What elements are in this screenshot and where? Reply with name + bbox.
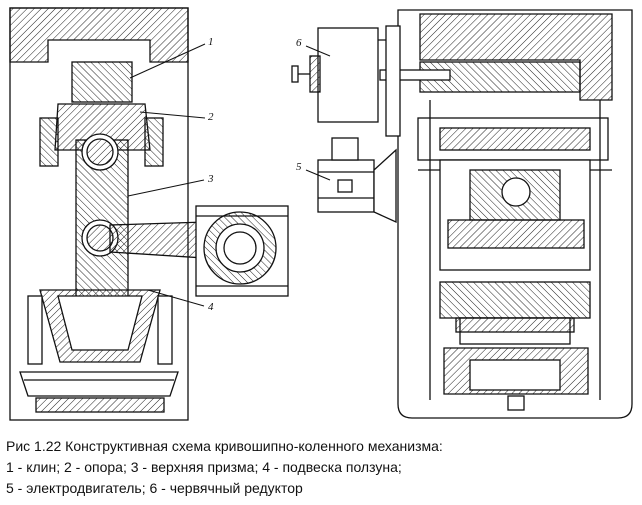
top-wedge-frame <box>9 7 189 63</box>
lower-shaft <box>455 317 575 333</box>
top-bed <box>419 13 613 101</box>
callout-4: 4 <box>208 301 214 313</box>
caption-legend-line-2: 5 - электродвигатель; 6 - червячный реду… <box>6 480 303 496</box>
mechanism-drawing: 1 2 3 4 <box>9 7 633 421</box>
left-view <box>9 7 289 421</box>
wedge <box>71 61 133 103</box>
callout-3: 3 <box>207 173 214 185</box>
callout-1: 1 <box>208 36 214 48</box>
caption-legend-line-1: 1 - клин; 2 - опора; 3 - верхняя призма;… <box>6 459 402 475</box>
figure-caption: Рис 1.22 Конструктивная схема кривошипно… <box>6 436 636 499</box>
electric-motor <box>317 137 397 224</box>
upper-shaft <box>439 127 591 151</box>
callout-2: 2 <box>208 111 214 123</box>
slider-base <box>19 371 179 397</box>
caption-title: Рис 1.22 Конструктивная схема кривошипно… <box>6 438 443 454</box>
lower-slider <box>439 281 591 319</box>
main-shaft <box>447 219 585 249</box>
callout-6: 6 <box>296 37 302 49</box>
callout-5: 5 <box>296 161 302 173</box>
worm-reducer <box>291 25 401 137</box>
connecting-rod <box>109 221 206 259</box>
wedge-shaft <box>379 69 451 81</box>
right-view <box>379 9 633 419</box>
